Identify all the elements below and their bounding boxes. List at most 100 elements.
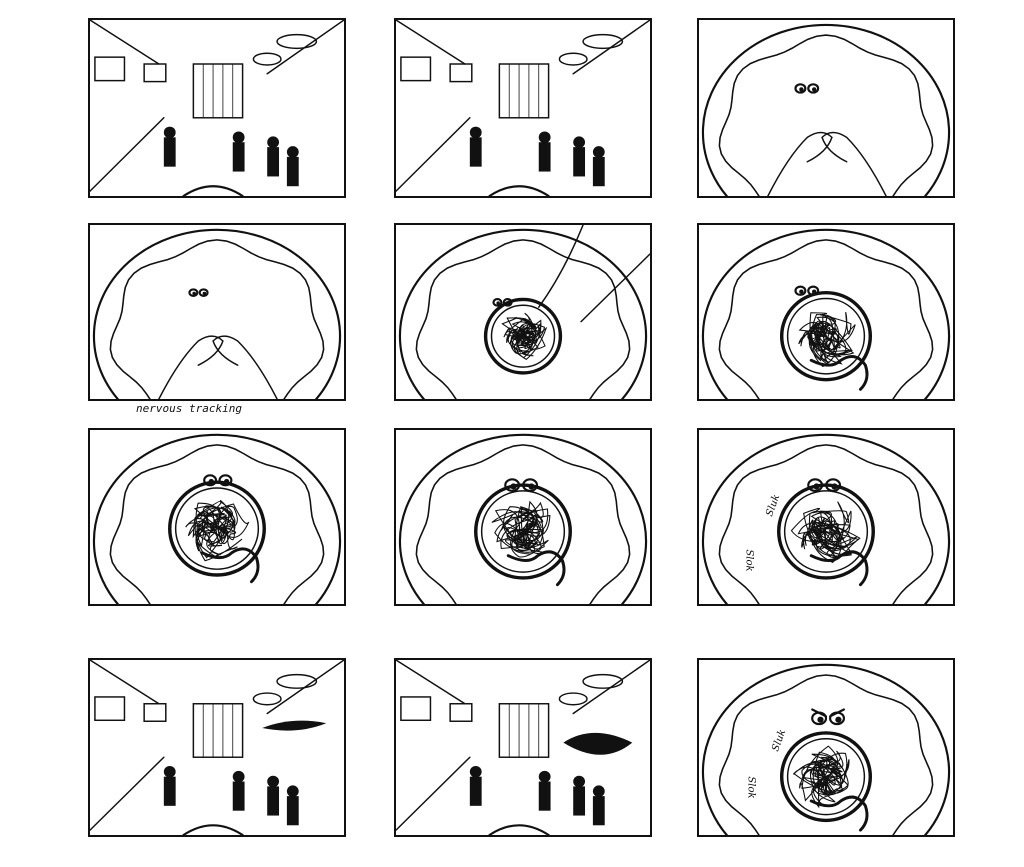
right-hand: [212, 335, 278, 399]
sketch: [92, 228, 342, 399]
eye-icon: [794, 285, 807, 296]
panel-9-sfx-slok: Slok: [743, 549, 755, 572]
kitchen-window: [192, 63, 244, 119]
eye-icon: [794, 83, 807, 94]
lamp: [558, 52, 588, 66]
diner-silhouette: [592, 796, 605, 826]
diner-head: [538, 131, 551, 144]
plate-rim: [92, 433, 342, 604]
diner-head: [163, 765, 176, 778]
lamp: [582, 33, 624, 50]
sketch: [396, 20, 650, 196]
plate-inner-edge: [415, 444, 631, 604]
sketch: [701, 433, 951, 604]
bowl-inner: [174, 487, 260, 570]
diner-silhouette: [286, 156, 299, 187]
pupil: [799, 289, 804, 294]
diner-head: [232, 770, 245, 783]
noodles: [501, 312, 548, 361]
panel-4-plate-hands-fidget: [88, 223, 346, 401]
plate-rim: [398, 228, 648, 399]
plate-inner-edge: [718, 444, 934, 604]
plate-edge: [182, 185, 244, 196]
plate-inner-edge: [109, 239, 325, 399]
noodles: [790, 501, 861, 563]
panel-7-bowl-tentacle: [88, 428, 346, 606]
plate-inner-edge: [718, 674, 934, 835]
tv-screen: [143, 703, 167, 722]
eye-icon: [188, 288, 199, 298]
sketch: [701, 228, 951, 399]
plate-inner-edge: [718, 239, 934, 399]
diner-silhouette: [538, 781, 551, 811]
noodles: [185, 499, 250, 562]
pupil: [817, 716, 824, 723]
sketch: [701, 23, 951, 196]
lamp: [252, 52, 282, 66]
diner-head: [267, 775, 280, 788]
panel-12-bowl-angry-eyes: [697, 658, 955, 837]
sketch: [92, 433, 342, 604]
diner-silhouette: [267, 147, 280, 177]
panel-8-bowl-tentacle-eyes: [394, 428, 652, 606]
sketch: [701, 663, 951, 835]
bowl-inner: [480, 490, 566, 573]
ceiling-line-left: [90, 660, 160, 705]
diner-head: [286, 785, 299, 798]
pupil: [192, 291, 196, 296]
diner-head: [286, 146, 299, 158]
sea-monster: [563, 732, 633, 755]
bowl-inner: [490, 304, 556, 368]
floor-line-left: [90, 117, 165, 192]
plate-rim: [92, 228, 342, 399]
panel-1-restaurant-wide: [88, 18, 346, 198]
tv-screen: [143, 63, 167, 83]
plate-inner-edge: [415, 239, 631, 399]
tv-screen: [94, 56, 126, 82]
tentacle: [809, 795, 869, 832]
diner-silhouette: [267, 786, 280, 816]
tv-screen: [94, 696, 126, 722]
diner-silhouette: [538, 142, 551, 172]
server-arm: [538, 225, 650, 323]
eye-icon: [203, 474, 218, 487]
diner-silhouette: [286, 796, 299, 826]
tv-screen: [400, 56, 432, 82]
diner-silhouette: [232, 142, 245, 172]
kitchen-window: [192, 703, 244, 758]
diner-silhouette: [163, 137, 176, 167]
panel-2-restaurant-table: [394, 18, 652, 198]
plate-rim: [701, 23, 951, 196]
diner-silhouette: [232, 781, 245, 811]
sketch: [90, 20, 344, 196]
bowl: [168, 480, 266, 577]
tentacle: [506, 550, 566, 587]
ceiling-line-right: [572, 660, 650, 715]
panel-3-plate-hands: [697, 18, 955, 198]
lamp: [276, 33, 318, 50]
plate-rim: [398, 433, 648, 604]
sketch: [398, 433, 648, 604]
lamp: [558, 692, 588, 706]
diner-head: [232, 131, 245, 144]
eye-icon: [218, 474, 233, 487]
eyebrow: [829, 708, 846, 718]
panel-12-sfx-slok: Slok: [745, 776, 757, 799]
diner-head: [163, 126, 176, 139]
left-hand: [767, 131, 833, 196]
diner-head: [573, 775, 586, 788]
eyebrow: [811, 708, 828, 718]
tv-screen: [449, 63, 473, 83]
bowl: [779, 290, 873, 382]
bowl: [474, 483, 572, 580]
panel-5-bowl-served: [394, 223, 652, 401]
right-hand: [821, 131, 887, 196]
floor-line-left: [396, 117, 471, 192]
diner-head: [538, 770, 551, 783]
ceiling-line-right: [266, 20, 344, 75]
noodles: [793, 745, 850, 809]
diner-silhouette: [573, 786, 586, 816]
diner-silhouette: [163, 776, 176, 806]
sea-monster: [262, 720, 327, 731]
floor-line-left: [396, 756, 471, 831]
